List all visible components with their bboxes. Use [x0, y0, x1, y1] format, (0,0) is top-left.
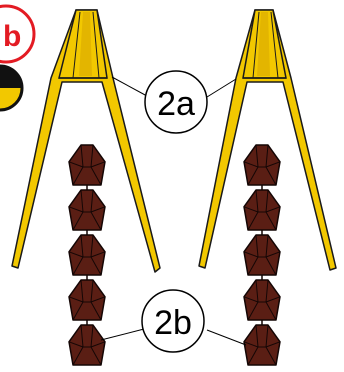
corner-half-disc-icon: [0, 64, 24, 112]
label-2a-circle: [144, 70, 208, 134]
label-2b: 2b: [141, 289, 205, 353]
label-2a: 2a: [144, 70, 208, 134]
bead-chain-right: [243, 144, 281, 366]
label-2b-text: 2b: [154, 304, 192, 342]
corner-badge-label: b: [3, 20, 21, 53]
bead-right-4: [243, 279, 281, 321]
bead-right-5: [243, 324, 281, 366]
label-2a-leaders: [111, 76, 237, 98]
bead-left-3: [68, 234, 106, 276]
corner-badge: b: [0, 4, 36, 64]
funnel-right: [198, 9, 337, 271]
bead-left-4: [68, 279, 106, 321]
bead-left-5: [68, 324, 106, 366]
bead-chain-left: [68, 144, 106, 366]
bead-right-2: [243, 189, 281, 231]
label-2b-leaders: [100, 328, 247, 346]
bead-left-1: [68, 144, 106, 186]
corner-badge-circle: [0, 4, 36, 64]
funnel-left: [11, 9, 161, 273]
bead-right-1: [243, 144, 281, 186]
bead-left-2: [68, 189, 106, 231]
bead-right-3: [243, 234, 281, 276]
label-2a-text: 2a: [157, 85, 195, 123]
label-2b-circle: [141, 289, 205, 353]
